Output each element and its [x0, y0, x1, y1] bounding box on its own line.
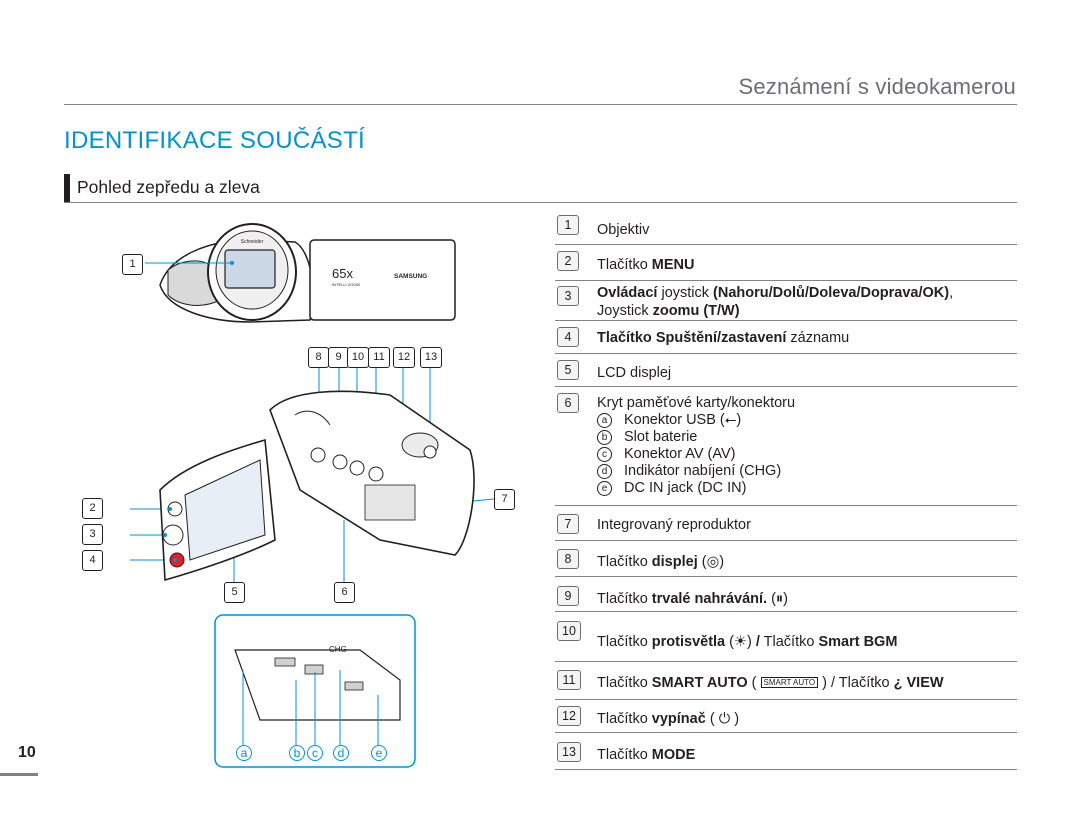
backlight-icon: ☀: [734, 634, 747, 650]
section-title: IDENTIFIKACE SOUČÁSTÍ: [64, 127, 366, 154]
item-text: Ovládací joystick (Nahoru/Dolů/Doleva/Do…: [597, 285, 954, 319]
callout-1: 1: [122, 254, 143, 275]
callout-6: 6: [334, 582, 355, 603]
item-number: 8: [557, 549, 579, 569]
header-divider: [64, 104, 1017, 105]
item-number: 6: [557, 393, 579, 413]
item-text: LCD displej: [597, 365, 672, 381]
smart-auto-icon: SMART AUTO: [760, 677, 819, 688]
item-text: Tlačítko trvalé nahrávání. (⏸): [597, 591, 788, 607]
callout-3: 3: [82, 524, 103, 545]
item-number: 12: [557, 706, 581, 726]
item-number: 11: [557, 670, 581, 690]
subsection-marker: [64, 174, 70, 202]
callout-b: b: [289, 745, 305, 761]
item-text: Tlačítko protisvětla (☀) / Tlačítko Smar…: [597, 634, 898, 650]
callout-2: 2: [82, 498, 103, 519]
item-number: 13: [557, 742, 581, 762]
connector-detail-inset: CHG: [214, 614, 416, 768]
camcorder-diagram: Schneider 65x INTELLI ZOOM SAMSUNG: [60, 210, 550, 770]
item-text: Tlačítko MODE: [597, 747, 696, 763]
item-number: 10: [557, 621, 581, 641]
item-text: Integrovaný reproduktor: [597, 517, 751, 533]
callout-8: 8: [308, 347, 329, 368]
item-text: Kryt paměťové karty/konektoru: [597, 395, 796, 411]
item-text: Objektiv: [597, 222, 650, 238]
item-number: 9: [557, 586, 579, 606]
callout-d: d: [333, 745, 349, 761]
callout-e: e: [371, 745, 387, 761]
item-text: Tlačítko displej (◎): [597, 554, 725, 570]
camera-front-view: Schneider 65x INTELLI ZOOM SAMSUNG: [145, 223, 456, 323]
item-number: 2: [557, 251, 579, 271]
chg-label: CHG: [329, 645, 347, 654]
display-icon: ◎: [706, 554, 720, 570]
camera-body: [159, 390, 475, 582]
page-number: 10: [18, 744, 36, 761]
item-number: 1: [557, 215, 579, 235]
lens-brand-text: Schneider: [241, 239, 264, 245]
callout-9: 9: [328, 347, 349, 368]
page-header-title: Seznámení s videokamerou: [738, 74, 1016, 99]
callout-12: 12: [393, 347, 415, 368]
page-number-rule: [0, 773, 38, 776]
power-icon: ⏻: [718, 711, 731, 727]
callout-5: 5: [224, 582, 245, 603]
item-text: Tlačítko SMART AUTO ( SMART AUTO ) / Tla…: [597, 675, 944, 691]
zoom-text: 65x: [332, 266, 353, 281]
item-text: Tlačítko vypínač ( ⏻ ): [597, 711, 740, 727]
callout-7: 7: [494, 489, 515, 510]
intelli-zoom-text: INTELLI ZOOM: [332, 282, 360, 287]
callout-10: 10: [347, 347, 369, 368]
brand-text: SAMSUNG: [394, 273, 427, 280]
camcorder-illustration: Schneider 65x INTELLI ZOOM SAMSUNG: [130, 223, 495, 768]
item-number: 4: [557, 327, 579, 347]
item-number: 3: [557, 286, 579, 306]
callout-a: a: [236, 745, 252, 761]
item-text: Tlačítko MENU: [597, 257, 695, 273]
usb-icon: ⭠: [724, 412, 737, 428]
callout-c: c: [307, 745, 323, 761]
callout-11: 11: [368, 347, 390, 368]
subsection-divider: [64, 202, 1017, 203]
subsection-title: Pohled zepředu a zleva: [77, 177, 260, 197]
item-text: Tlačítko Spuštění/zastavení záznamu: [597, 330, 850, 346]
item-number: 7: [557, 514, 579, 534]
callout-13: 13: [420, 347, 442, 368]
callout-4: 4: [82, 550, 103, 571]
item-number: 5: [557, 360, 579, 380]
continuous-record-icon: ⏸: [775, 591, 784, 607]
